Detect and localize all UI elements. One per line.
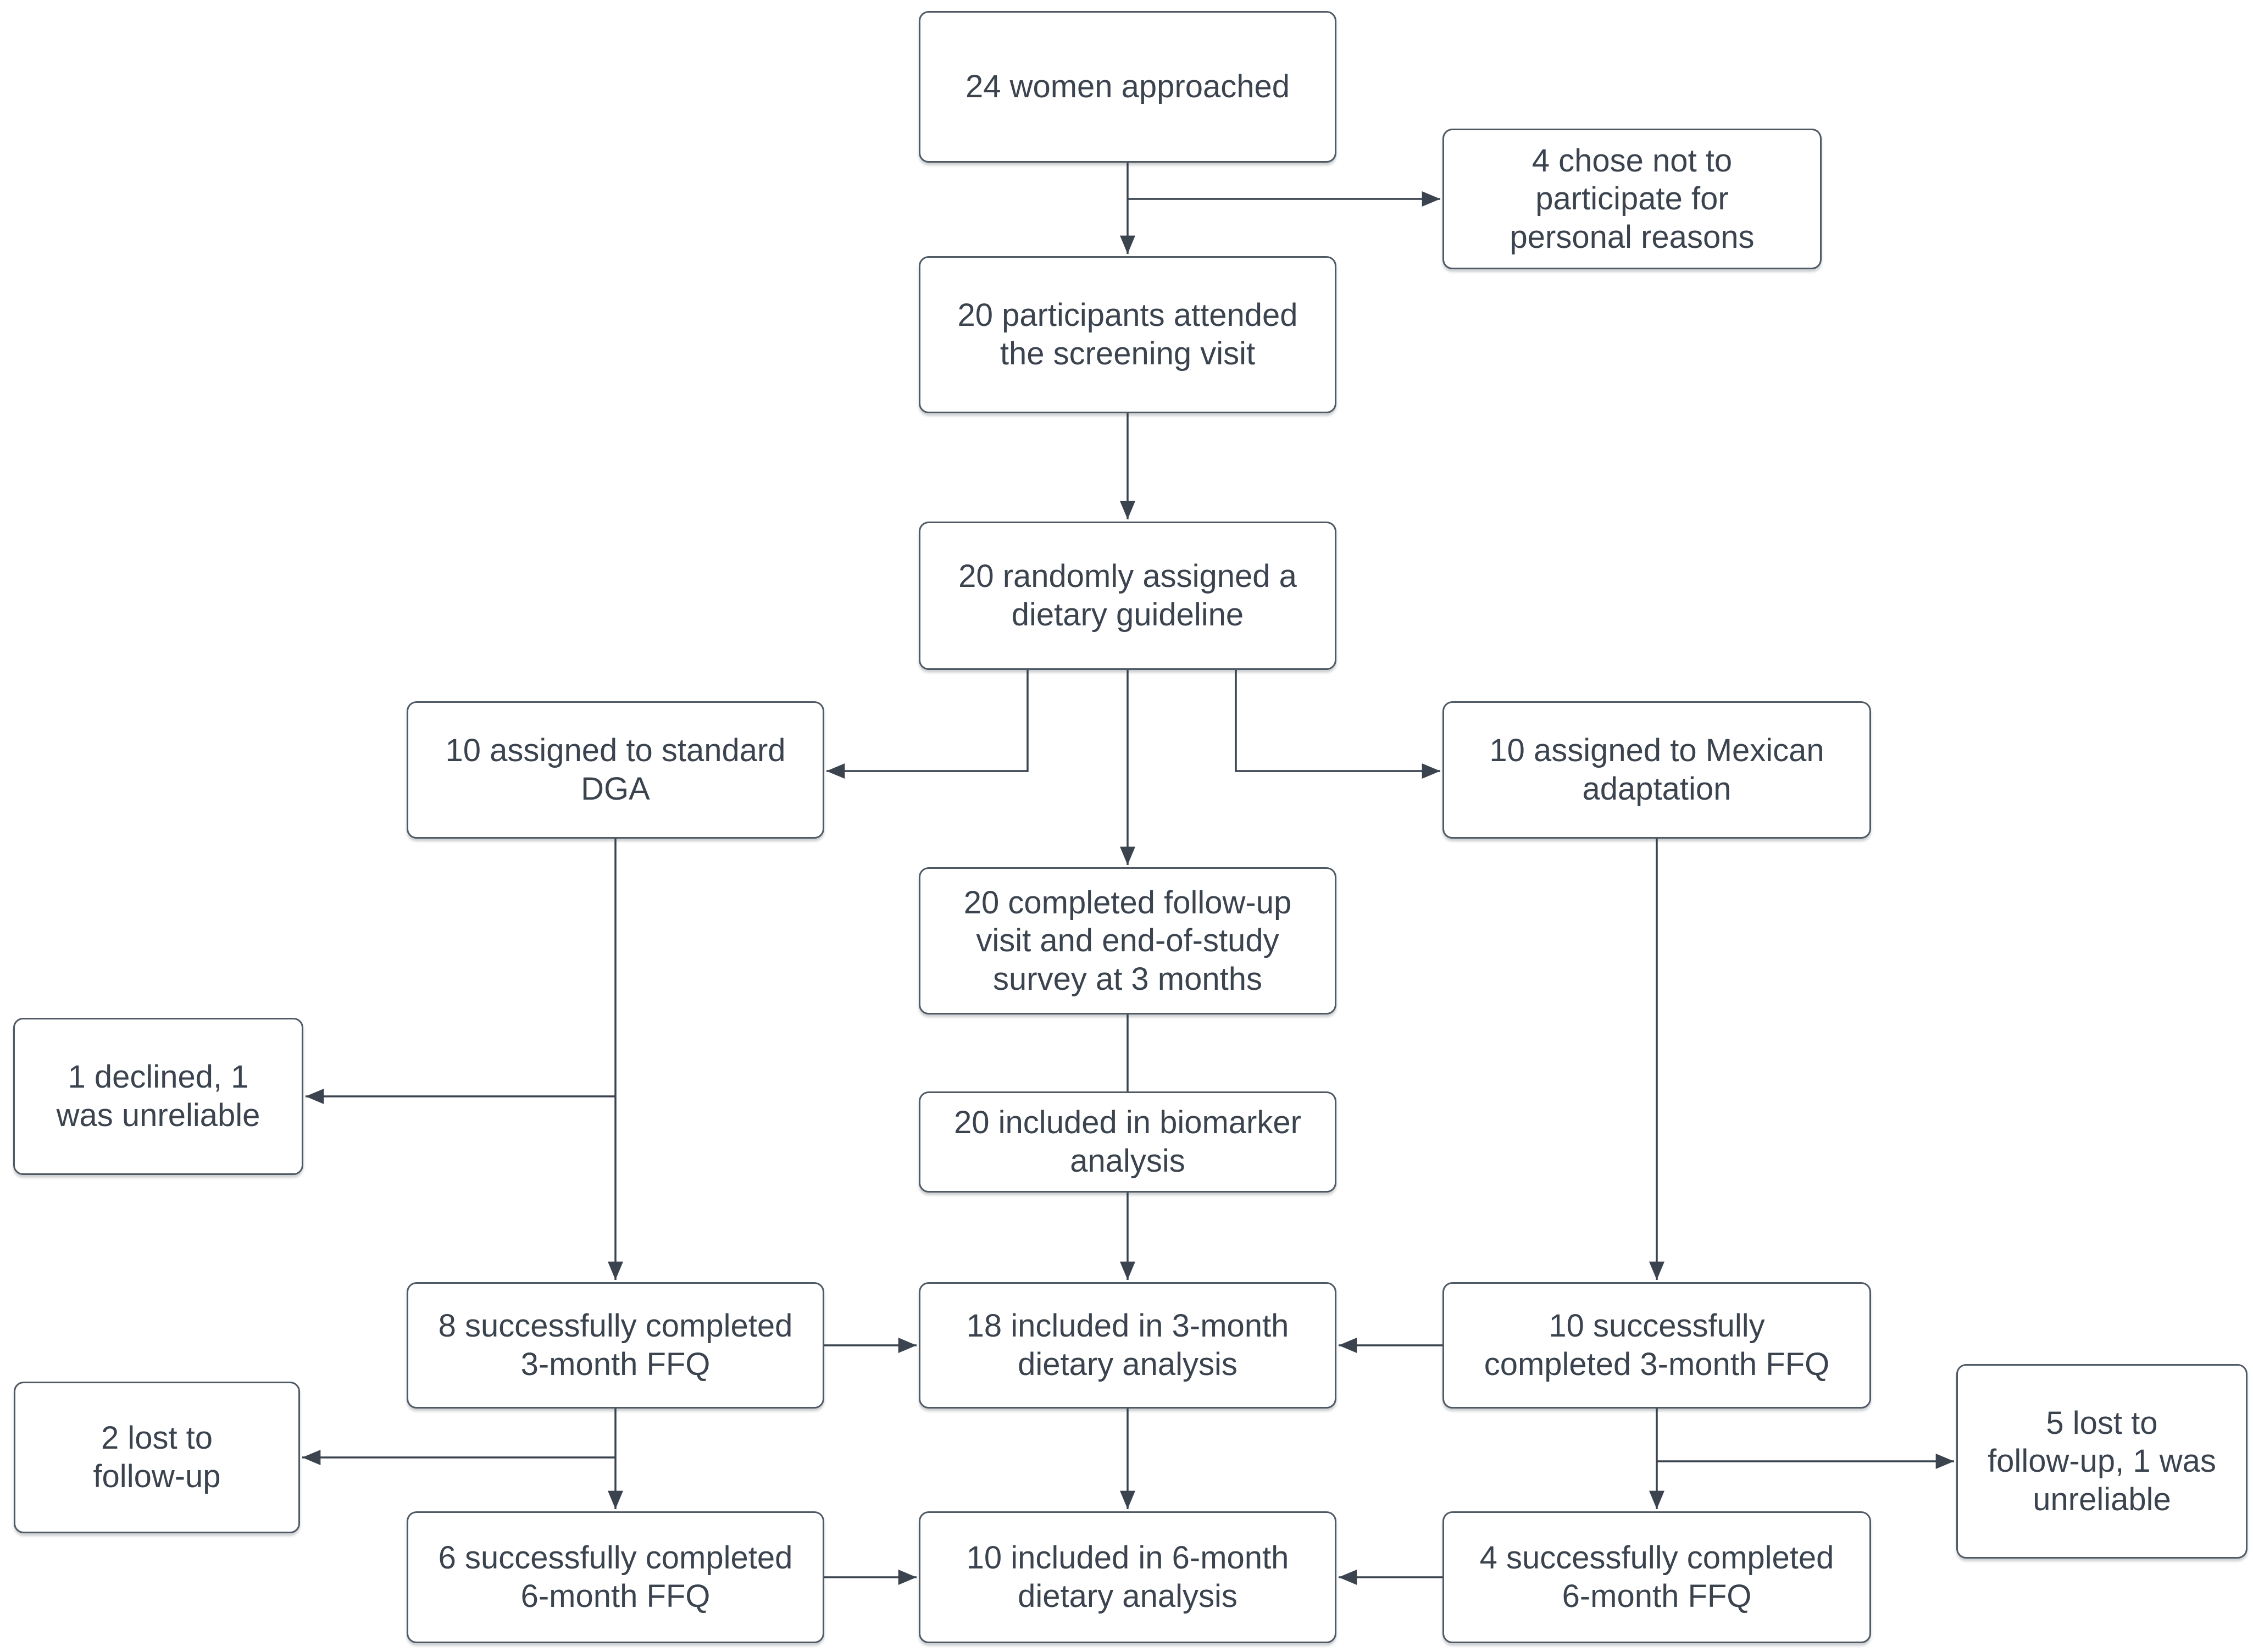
- node-standard-dga-label: 10 assigned to standard DGA: [445, 733, 786, 807]
- node-screening-label: 20 participants attended the screening v…: [957, 297, 1298, 372]
- node-diet-analysis-6mo-label: 10 included in 6-month dietary analysis: [966, 1540, 1289, 1614]
- node-diet-analysis-3mo: 18 included in 3-month dietary analysis: [919, 1282, 1336, 1409]
- node-not-participate-label: 4 chose not to participate for personal …: [1510, 142, 1755, 255]
- edge-randomized-to-standard-dga: [826, 670, 1029, 779]
- node-lost-followup-5-label: 5 lost to follow-up, 1 was unreliable: [1988, 1405, 2216, 1517]
- node-ffq-3month-dga: 8 successfully completed 3-month FFQ: [407, 1282, 824, 1409]
- edge-randomized-to-mexican-adaptation: [1235, 670, 1440, 779]
- node-approached-label: 24 women approached: [965, 69, 1290, 105]
- node-standard-dga: 10 assigned to standard DGA: [407, 701, 824, 839]
- node-ffq-6month-dga-label: 6 successfully completed 6-month FFQ: [438, 1540, 793, 1614]
- node-not-participate: 4 chose not to participate for personal …: [1442, 129, 1822, 269]
- node-randomized-label: 20 randomly assigned a dietary guideline: [958, 558, 1297, 633]
- node-ffq-6month-mex-label: 4 successfully completed 6-month FFQ: [1479, 1540, 1834, 1614]
- node-ffq-3month-dga-label: 8 successfully completed 3-month FFQ: [438, 1308, 793, 1382]
- node-followup-3-months: 20 completed follow-up visit and end-of-…: [919, 867, 1336, 1015]
- node-randomized: 20 randomly assigned a dietary guideline: [919, 522, 1336, 670]
- node-lost-followup-5: 5 lost to follow-up, 1 was unreliable: [1956, 1364, 2248, 1559]
- node-followup-3-months-label: 20 completed follow-up visit and end-of-…: [963, 884, 1292, 997]
- node-diet-analysis-6mo: 10 included in 6-month dietary analysis: [919, 1511, 1336, 1643]
- node-declined-unreliable: 1 declined, 1 was unreliable: [13, 1018, 303, 1175]
- node-approached: 24 women approached: [919, 11, 1336, 163]
- node-biomarker-analysis: 20 included in biomarker analysis: [919, 1091, 1336, 1193]
- node-ffq-3month-mex: 10 successfully completed 3-month FFQ: [1442, 1282, 1871, 1409]
- node-lost-followup-2-label: 2 lost to follow-up: [93, 1420, 221, 1494]
- node-ffq-6month-dga: 6 successfully completed 6-month FFQ: [407, 1511, 824, 1643]
- node-lost-followup-2: 2 lost to follow-up: [14, 1382, 300, 1533]
- node-declined-unreliable-label: 1 declined, 1 was unreliable: [56, 1059, 260, 1133]
- node-screening: 20 participants attended the screening v…: [919, 256, 1336, 413]
- node-ffq-3month-mex-label: 10 successfully completed 3-month FFQ: [1484, 1308, 1830, 1382]
- node-biomarker-analysis-label: 20 included in biomarker analysis: [954, 1105, 1301, 1179]
- node-ffq-6month-mex: 4 successfully completed 6-month FFQ: [1442, 1511, 1871, 1643]
- node-mexican-adaptation: 10 assigned to Mexican adaptation: [1442, 701, 1871, 839]
- node-mexican-adaptation-label: 10 assigned to Mexican adaptation: [1489, 733, 1824, 807]
- node-diet-analysis-3mo-label: 18 included in 3-month dietary analysis: [966, 1308, 1289, 1382]
